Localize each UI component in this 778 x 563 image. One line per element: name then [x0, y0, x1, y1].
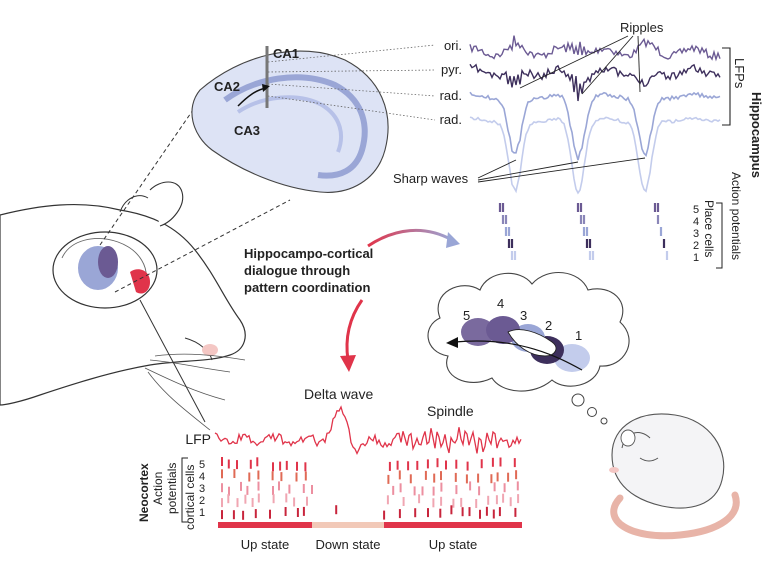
up-state-label-1: Up state: [241, 537, 289, 552]
lfp-trace-rad-1: [469, 91, 721, 161]
sharp-waves-label: Sharp waves: [393, 171, 469, 186]
ca3-label: CA3: [234, 123, 260, 138]
place-cell-number-2: 2: [693, 240, 699, 252]
cortical-cell-number-5: 5: [199, 459, 205, 471]
spindle-label: Spindle: [427, 403, 474, 419]
layer-label-rad-1: rad.: [440, 88, 462, 103]
cortical-cells-bracket: [181, 457, 188, 523]
up-state-bar-1: [218, 522, 312, 528]
neocortex-panel: Delta wave Spindle LFP Up state Down sta…: [137, 386, 522, 552]
dream-cell-4: 4: [497, 296, 504, 311]
down-state-bar: [312, 522, 384, 528]
dialogue-text: Hippocampo-cortical dialogue through pat…: [244, 246, 373, 295]
lfp-trace-rad-2: [469, 116, 721, 195]
cortical-cell-raster: [221, 457, 520, 520]
cortex-action-potentials-label-1: Action: [151, 472, 165, 505]
hippocampus-section-title: Hippocampus: [749, 92, 764, 178]
cortical-cell-number-4: 4: [199, 471, 205, 483]
layer-label-ori: ori.: [444, 38, 462, 53]
down-state-label: Down state: [315, 537, 380, 552]
sleeping-rat-illustration: [609, 413, 740, 540]
ca2-label: CA2: [214, 79, 240, 94]
ripples-label: Ripples: [620, 20, 664, 35]
arrow-head-down-icon: [340, 355, 356, 372]
up-state-bar-2: [384, 522, 522, 528]
dream-rat-icon: [507, 329, 557, 357]
place-cell-number-3: 3: [693, 228, 699, 240]
cortical-cells-label: cortical cells: [183, 465, 197, 530]
rat-head-illustration: [0, 181, 246, 431]
place-cell-number-1: 1: [693, 252, 699, 264]
sleeping-rat-ear-icon: [620, 429, 636, 447]
rat-neocortex-icon: [130, 269, 150, 294]
dialogue-arrow-to-hippocampus: [367, 228, 453, 248]
hippocampal-lfp-traces: ori. pyr. rad. rad. Ripples Sharp waves …: [393, 20, 764, 195]
place-cells-label: Place cells: [702, 200, 716, 257]
dream-cloud: 5 4 3 2 1: [427, 271, 630, 425]
arrow-head-right-icon: [446, 232, 460, 248]
dream-cell-5: 5: [463, 308, 470, 323]
sleeping-rat-tail: [610, 491, 740, 540]
cortical-cell-number-1: 1: [199, 507, 205, 519]
dialogue-line-3: pattern coordination: [244, 280, 370, 295]
dream-cell-3: 3: [520, 308, 527, 323]
rat-nose-icon: [202, 344, 218, 356]
layer-label-pyr: pyr.: [441, 62, 462, 77]
lfps-bracket: [722, 47, 731, 126]
ca1-label: CA1: [273, 46, 299, 61]
lfps-label: LFPs: [732, 58, 747, 89]
neocortex-pointer-line: [139, 299, 206, 423]
electrode-layer-lines: [267, 44, 436, 121]
dialogue-line-2: dialogue through: [244, 263, 350, 278]
lfp-trace-pyr: [469, 63, 721, 102]
lfp-trace-ori: [469, 35, 721, 62]
lfp-label: LFP: [185, 431, 211, 447]
dialogue-arrow-to-cortex: [345, 299, 364, 361]
action-potentials-label: Action potentials: [729, 172, 743, 260]
dialogue-line-1: Hippocampo-cortical: [244, 246, 373, 261]
place-cell-number-5: 5: [693, 204, 699, 216]
ca2-arrow-icon: [262, 84, 270, 92]
place-cell-labels: 5 4 3 2 1 Place cells Action potentials: [693, 172, 743, 269]
up-state-label-2: Up state: [429, 537, 477, 552]
dream-cell-2: 2: [545, 318, 552, 333]
cortical-lfp-trace: [214, 405, 522, 456]
delta-wave-label: Delta wave: [304, 386, 373, 402]
cortex-action-potentials-label-2: potentials: [165, 463, 179, 514]
sharp-waves-pointer-lines: [477, 157, 646, 183]
dream-cell-1: 1: [575, 328, 582, 343]
trajectory-line: [454, 340, 583, 371]
place-cell-number-4: 4: [693, 216, 699, 228]
ripples-pointer-lines: [519, 35, 641, 95]
cortical-cell-number-3: 3: [199, 483, 205, 495]
cortical-cell-number-2: 2: [199, 495, 205, 507]
place-cells-bracket: [716, 202, 723, 269]
layer-label-rad-2: rad.: [440, 112, 462, 127]
trajectory-arrow-icon: [446, 337, 458, 348]
neocortex-section-title: Neocortex: [137, 463, 151, 522]
hippocampus-slice: CA1 CA2 CA3: [191, 46, 389, 193]
place-cell-raster: [498, 203, 669, 260]
